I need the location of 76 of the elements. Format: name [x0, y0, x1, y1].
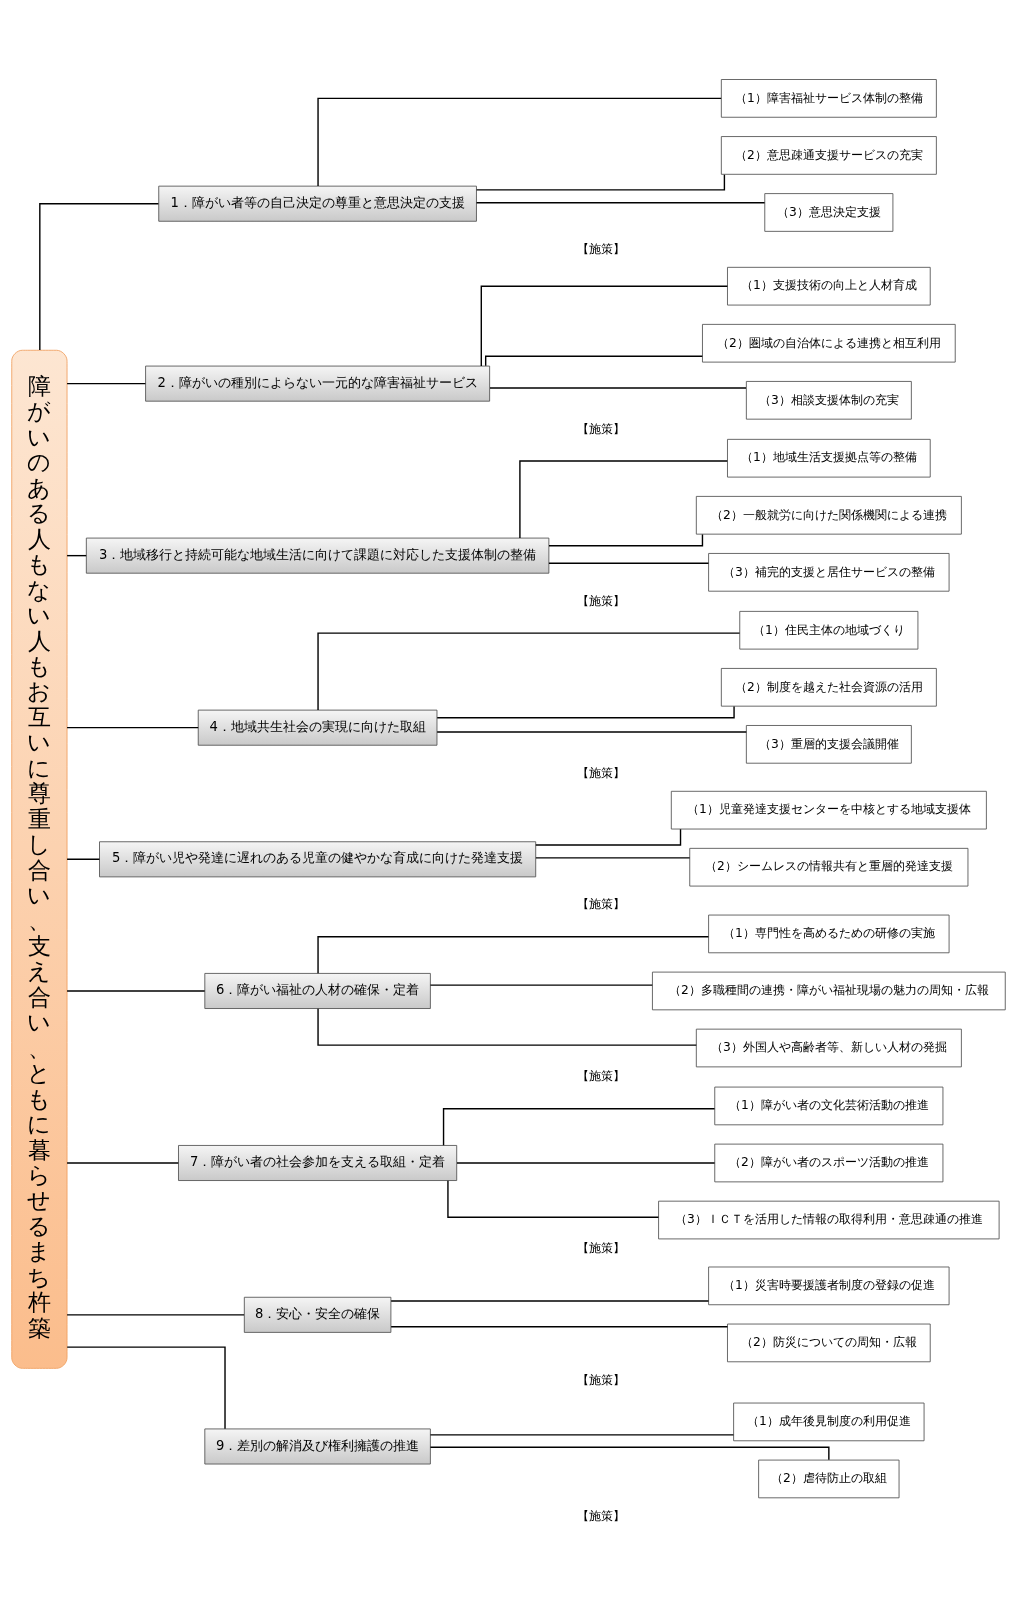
node-box: （1）児童発達支援センターを中核とする地域支援体	[670, 790, 987, 829]
connector	[317, 631, 741, 711]
node-box: （2）制度を越えた社会資源の活用	[720, 667, 937, 707]
node-box: （3）外国人や高齢者等、新しい人材の発掘	[695, 1028, 962, 1067]
connector	[456, 1161, 716, 1164]
node-box: （2）意思疎通支援サービスの充実	[720, 135, 937, 175]
connector	[317, 1007, 697, 1046]
connector	[548, 562, 710, 564]
connector	[39, 202, 160, 351]
connector	[485, 355, 703, 366]
label: 【施策】	[576, 1372, 625, 1387]
label: 【施策】	[576, 421, 625, 436]
connector	[66, 382, 147, 384]
connector	[390, 1299, 710, 1302]
node-box: （3）重層的支援会議開催	[745, 724, 912, 764]
label: 【施策】	[576, 1508, 625, 1523]
label: 【施策】	[576, 896, 625, 911]
connector	[535, 828, 682, 846]
connector	[66, 726, 199, 728]
connector	[317, 97, 722, 187]
connector	[475, 201, 766, 203]
node-box: （1）災害時要援護者制度の登録の促進	[708, 1266, 950, 1305]
node-box: （2）シームレスの情報共有と重層的発達支援	[689, 847, 969, 887]
node-box: 9．差別の解消及び権利擁護の推進	[204, 1428, 431, 1464]
connector	[429, 1433, 735, 1436]
connector	[447, 1179, 660, 1218]
node-box: （2）多職種間の連携・障がい福祉現場の魅力の周知・広報	[652, 971, 1006, 1010]
connector	[535, 856, 691, 859]
node-box: 4．地域共生社会の実現に向けた取組	[197, 709, 438, 746]
connector	[66, 1161, 179, 1164]
node-box: （3）ＩＣＴを活用した情報の取得利用・意思疎通の推進	[658, 1200, 1000, 1239]
node-box: 2．障がいの種別によらない一元的な障害福祉サービス	[145, 365, 491, 402]
node-box: （1）住民主体の地域づくり	[739, 610, 919, 650]
connector	[390, 1325, 729, 1328]
connector	[429, 983, 653, 986]
connector	[519, 459, 728, 539]
connector	[442, 1107, 716, 1146]
node-box: （3）補完的支援と居住サービスの整備	[708, 552, 950, 592]
node-box: （2）一般就労に向けた関係機関による連携	[695, 495, 962, 535]
connector	[548, 533, 704, 546]
node-box: （1）障がい者の文化芸術活動の推進	[714, 1086, 944, 1125]
node-box: （1）障害福祉サービス体制の整備	[720, 78, 937, 118]
node-box: （1）専門性を高めるための研修の実施	[708, 914, 950, 953]
label: 【施策】	[576, 1240, 625, 1255]
node-box: （1）成年後見制度の利用促進	[733, 1402, 925, 1441]
node-box: （3）相談支援体制の充実	[745, 380, 912, 420]
connector	[475, 173, 726, 191]
connector	[429, 1446, 830, 1460]
label: 【施策】	[576, 593, 625, 608]
node-box: 8．安心・安全の確保	[243, 1296, 392, 1333]
node-box: （2）圏域の自治体による連携と相互利用	[702, 323, 956, 363]
connector	[317, 935, 710, 974]
node-box: 5．障がい児や発達に遅れのある児童の健やかな育成に向けた発達支援	[99, 840, 537, 877]
node-box: （2）防災についての周知・広報	[727, 1323, 931, 1362]
connector	[66, 858, 101, 860]
label: 【施策】	[576, 241, 625, 256]
node-box: （3）意思決定支援	[764, 192, 894, 232]
node-box: 7．障がい者の社会参加を支える取組・定着	[178, 1144, 458, 1181]
node-box: 障がいのある人もない人もお互いに尊重し合い、支え合い、ともに暮らせるまち杵築	[11, 349, 68, 1369]
node-box: 1．障がい者等の自己決定の尊重と意思決定の支援	[158, 185, 477, 222]
node-box: （1）支援技術の向上と人材育成	[727, 266, 931, 305]
label: 【施策】	[576, 765, 625, 780]
node-box: （2）障がい者のスポーツ活動の推進	[714, 1143, 944, 1182]
node-box: （2）虐待防止の取組	[758, 1459, 900, 1498]
connector	[436, 730, 747, 733]
connector	[66, 1345, 226, 1429]
node-box: 3．地域移行と持続可能な地域生活に向けて課題に対応した支援体制の整備	[85, 537, 550, 574]
connector	[66, 989, 206, 992]
node-box: （1）地域生活支援拠点等の整備	[727, 438, 931, 478]
node-box: 6．障がい福祉の人材の確保・定着	[204, 972, 431, 1009]
connector	[489, 386, 747, 389]
connector	[66, 554, 87, 556]
connector	[480, 285, 729, 367]
label: 【施策】	[576, 1068, 625, 1083]
connector	[66, 1313, 245, 1316]
connector	[436, 705, 735, 718]
